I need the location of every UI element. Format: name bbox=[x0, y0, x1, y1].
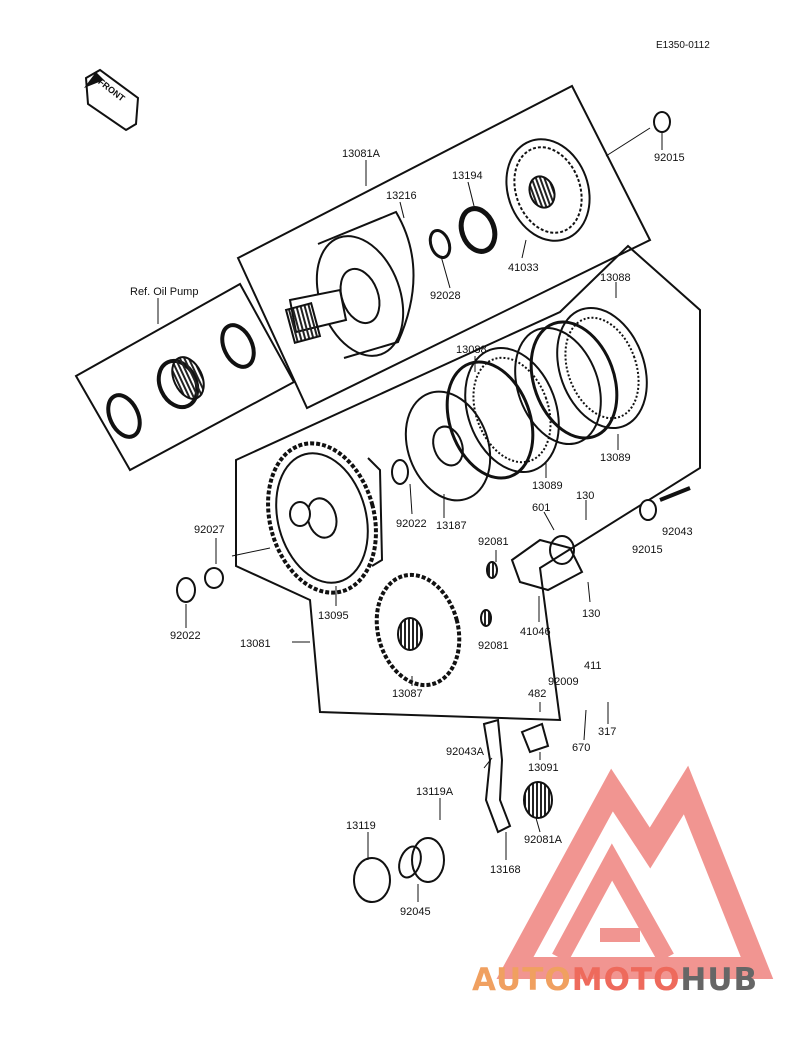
label-130-top: 130 bbox=[576, 490, 595, 502]
clutch-assembly-box bbox=[235, 244, 701, 722]
label-13119A: 13119A bbox=[416, 786, 454, 798]
label-13168: 13168 bbox=[490, 864, 521, 876]
release-mechanism bbox=[353, 718, 553, 903]
oil-pump-parts bbox=[106, 323, 256, 439]
label-92081-b: 92081 bbox=[478, 640, 509, 652]
washer-92015-mid bbox=[639, 499, 657, 521]
nut-92015-top bbox=[653, 111, 671, 133]
label-92015-top: 92015 bbox=[654, 152, 685, 164]
label-13216: 13216 bbox=[386, 190, 417, 202]
label-13089-b: 13089 bbox=[532, 480, 563, 492]
label-41033: 41033 bbox=[508, 262, 539, 274]
label-130-bot: 130 bbox=[582, 608, 601, 620]
label-92043: 92043 bbox=[662, 526, 693, 538]
label-13081A: 13081A bbox=[342, 148, 380, 160]
front-arrow-icon bbox=[84, 68, 140, 132]
label-92022-left: 92022 bbox=[170, 630, 201, 642]
watermark-logo bbox=[496, 765, 774, 979]
watermark-text: AUTOMOTOHUB bbox=[472, 962, 758, 998]
label-13119: 13119 bbox=[346, 820, 376, 832]
washer-92022-mid bbox=[391, 459, 409, 485]
drawing-code: E1350-0112 bbox=[656, 40, 710, 51]
pressure-plate bbox=[480, 535, 584, 627]
clutch-housing-gear bbox=[266, 441, 384, 595]
primary-gear bbox=[505, 138, 591, 242]
clutch-housing bbox=[284, 210, 415, 359]
label-92015-mid: 92015 bbox=[632, 544, 663, 556]
leader-lines bbox=[157, 127, 663, 902]
label-92009: 92009 bbox=[548, 676, 579, 688]
clutch-hub bbox=[374, 572, 462, 688]
label-41046: 41046 bbox=[520, 626, 551, 638]
label-482: 482 bbox=[528, 688, 547, 700]
label-92027: 92027 bbox=[194, 524, 225, 536]
oil-pump-box bbox=[74, 282, 296, 472]
label-92045: 92045 bbox=[400, 906, 431, 918]
label-13088-a: 13088 bbox=[600, 272, 631, 284]
label-13091: 13091 bbox=[528, 762, 559, 774]
bearing-parts bbox=[428, 206, 498, 260]
sleeve-92027 bbox=[204, 567, 224, 589]
label-13187: 13187 bbox=[436, 520, 467, 532]
label-601: 601 bbox=[532, 502, 551, 514]
watermark-moto: MOTO bbox=[571, 962, 681, 998]
label-13088-b: 13088 bbox=[456, 344, 487, 356]
label-13095: 13095 bbox=[318, 610, 349, 622]
label-ref-oil-pump: Ref. Oil Pump bbox=[130, 286, 199, 298]
label-670: 670 bbox=[572, 742, 591, 754]
label-13087: 13087 bbox=[392, 688, 423, 700]
label-92081-a: 92081 bbox=[478, 536, 509, 548]
watermark-hub: HUB bbox=[680, 962, 759, 998]
label-411: 411 bbox=[584, 660, 602, 672]
label-92081A: 92081A bbox=[524, 834, 562, 846]
label-13089-a: 13089 bbox=[600, 452, 631, 464]
clutch-plates bbox=[404, 306, 648, 502]
label-13081: 13081 bbox=[240, 638, 271, 650]
label-13194: 13194 bbox=[452, 170, 483, 182]
watermark-auto: AUTO bbox=[472, 962, 572, 998]
label-92022-mid: 92022 bbox=[396, 518, 427, 530]
upper-assembly-box bbox=[236, 84, 652, 410]
label-92043A: 92043A bbox=[446, 746, 484, 758]
washer-92022-left bbox=[176, 577, 196, 603]
bolt-92043 bbox=[659, 486, 691, 502]
label-92028: 92028 bbox=[430, 290, 461, 302]
label-317: 317 bbox=[598, 726, 617, 738]
